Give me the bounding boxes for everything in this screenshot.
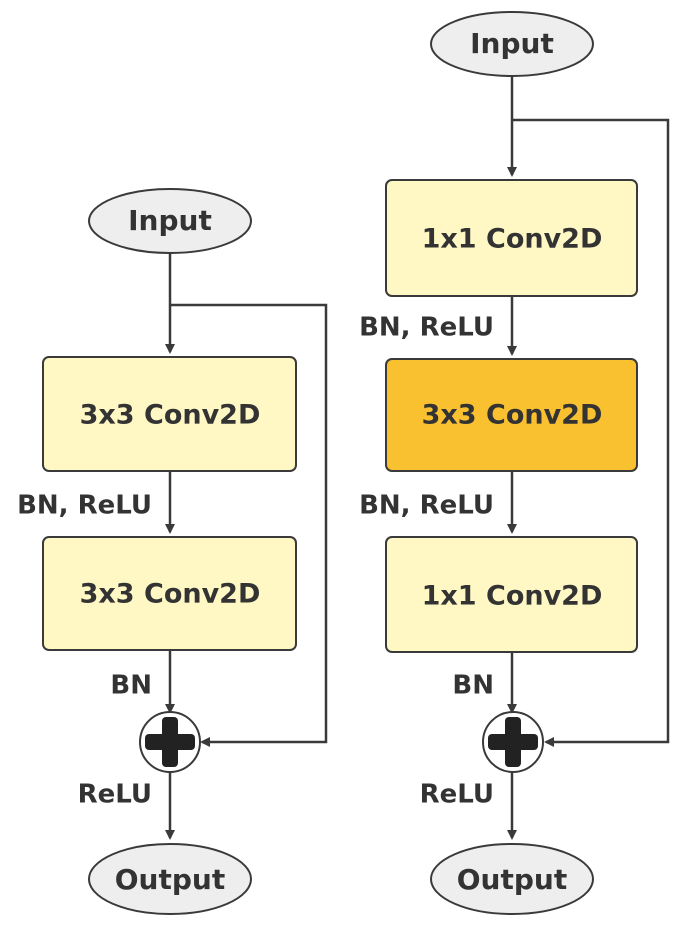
left-output-node: Output — [88, 843, 252, 915]
right-conv2-label: 3x3 Conv2D — [422, 400, 603, 431]
right-relu-label: ReLU — [420, 780, 494, 810]
right-input-node: Input — [430, 11, 594, 77]
right-conv1-node: 1x1 Conv2D — [385, 179, 638, 297]
left-relu-label: ReLU — [78, 780, 152, 810]
left-input-label: Input — [128, 204, 212, 237]
left-skip-connection — [170, 303, 328, 747]
right-bottleneck-block: Input 1x1 Conv2D BN, ReLU 3x3 Conv2D BN,… — [359, 11, 670, 915]
right-bn-relu-label-2: BN, ReLU — [359, 491, 494, 521]
left-input-node: Input — [88, 188, 252, 254]
right-skip-connection — [512, 118, 670, 747]
right-conv2-node: 3x3 Conv2D — [385, 358, 638, 472]
plus-circle-icon — [482, 711, 544, 773]
left-conv1-label: 3x3 Conv2D — [80, 400, 261, 431]
left-bn-label: BN — [110, 671, 152, 701]
left-conv2-label: 3x3 Conv2D — [80, 579, 261, 610]
right-bn-relu-label-1: BN, ReLU — [359, 313, 494, 343]
right-bn-label: BN — [452, 671, 494, 701]
left-conv1-node: 3x3 Conv2D — [42, 356, 297, 472]
right-output-label: Output — [457, 863, 567, 896]
right-conv3-label: 1x1 Conv2D — [422, 581, 603, 612]
right-conv1-label: 1x1 Conv2D — [422, 224, 603, 255]
right-input-label: Input — [470, 27, 554, 60]
left-basic-block: Input 3x3 Conv2D BN, ReLU 3x3 Conv2D BN … — [17, 188, 328, 915]
plus-circle-icon — [139, 711, 201, 773]
right-output-node: Output — [430, 843, 594, 915]
left-bn-relu-label: BN, ReLU — [17, 491, 152, 521]
right-conv3-node: 1x1 Conv2D — [385, 536, 638, 653]
left-conv2-node: 3x3 Conv2D — [42, 536, 297, 651]
left-output-label: Output — [115, 863, 225, 896]
